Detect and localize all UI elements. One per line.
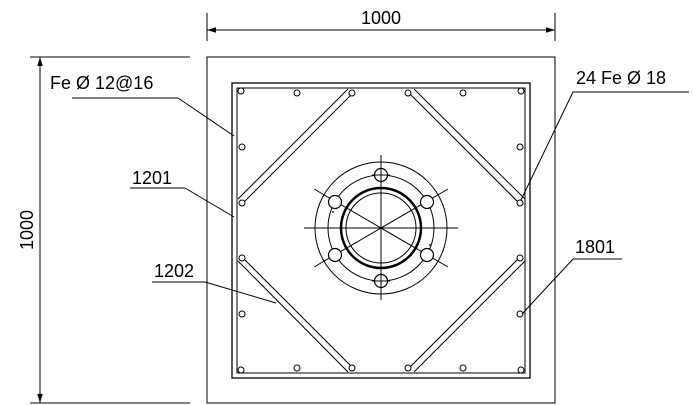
rebar [404, 364, 412, 372]
diamond-tie-ne [413, 88, 526, 200]
leader-1202 [152, 281, 277, 304]
top-dimension-text: 1000 [361, 8, 401, 28]
rebar [238, 199, 246, 207]
label-1801: 1801 [575, 237, 615, 257]
rebar [237, 366, 245, 374]
rebar [237, 87, 245, 95]
rebar [238, 254, 246, 262]
label-1202: 1202 [154, 261, 194, 281]
rebar [348, 364, 356, 372]
rebar [238, 310, 246, 318]
rebar [516, 199, 524, 207]
leader-1801 [521, 258, 622, 315]
rebar [348, 89, 356, 97]
label-stirrup: Fe Ø 12@16 [50, 73, 153, 93]
label-main-bars: 24 Fe Ø 18 [576, 68, 666, 88]
diamond-tie-se [409, 255, 522, 368]
rebar [293, 364, 301, 372]
rebar [293, 89, 301, 97]
left-dimension [30, 56, 190, 404]
perimeter-stirrup [231, 82, 531, 379]
bolt-hole [327, 247, 343, 263]
diamond-ties [237, 88, 526, 373]
bolt-hole [327, 194, 343, 210]
rebar [517, 366, 525, 374]
rebar [238, 143, 246, 151]
bolt-hole [419, 247, 435, 263]
rebar [517, 87, 525, 95]
diamond-tie-nw [237, 88, 349, 200]
leader-1201 [130, 187, 235, 218]
longitudinal-bars [237, 87, 525, 374]
bolt-hole [419, 194, 435, 210]
diamond-tie-sw [237, 260, 349, 373]
top-dimension [206, 13, 556, 41]
column-outline [206, 56, 556, 404]
leader-main-bars [520, 91, 689, 201]
diamond-tie-sw [240, 255, 353, 368]
rebar [516, 254, 524, 262]
rebar [516, 143, 524, 151]
diamond-tie-nw [240, 93, 353, 206]
left-dimension-text: 1000 [17, 210, 37, 250]
rebar [404, 89, 412, 97]
label-1201: 1201 [132, 168, 172, 188]
diamond-tie-se [413, 260, 526, 373]
rebar [459, 89, 467, 97]
rebar [516, 310, 524, 318]
leader-stirrup [72, 97, 235, 137]
rebar [459, 364, 467, 372]
diamond-tie-ne [409, 93, 522, 206]
central-flange [304, 155, 458, 300]
